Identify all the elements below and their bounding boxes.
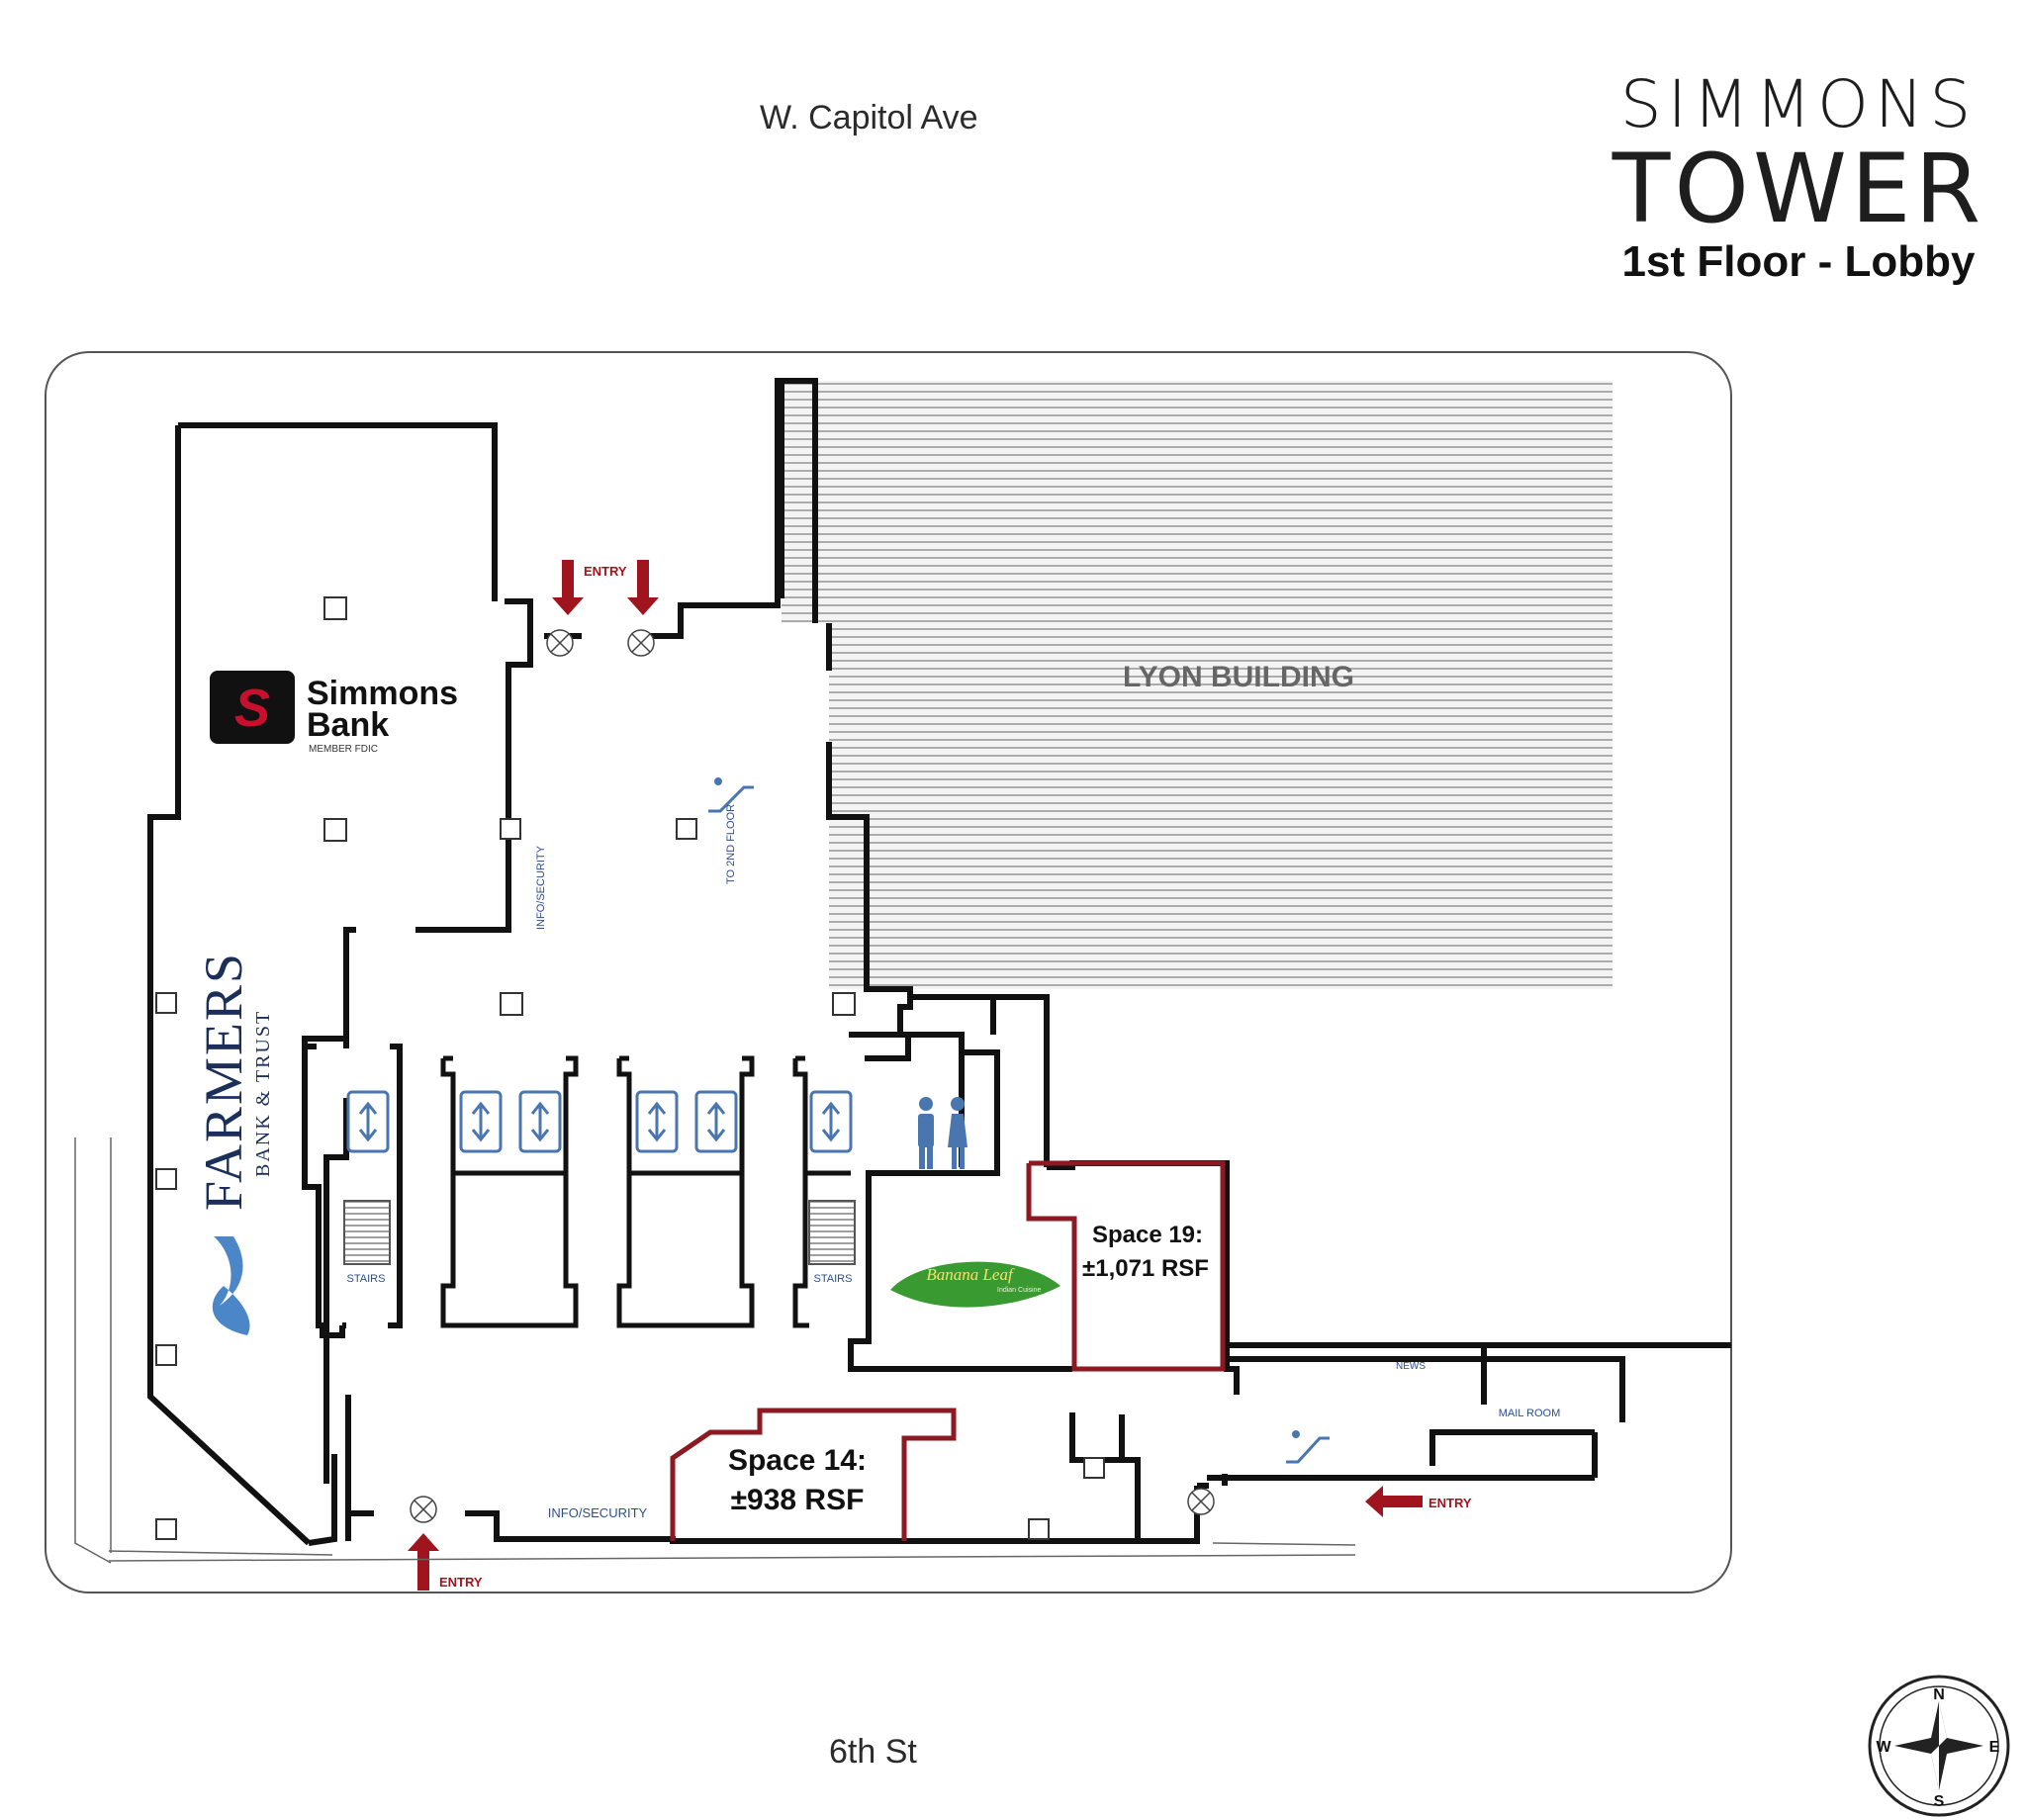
street-label-north: W. Capitol Ave <box>760 99 978 136</box>
restroom-icon <box>918 1097 967 1169</box>
banana-leaf-icon <box>890 1261 1060 1308</box>
lyon-strip <box>782 381 829 623</box>
space-19-name: Space 19: <box>1092 1222 1203 1248</box>
space-19-area: ±1,071 RSF <box>1082 1255 1209 1282</box>
space-14-name: Space 14: <box>728 1444 867 1477</box>
banana-leaf-logo: Banana Leaf Indian Cuisine <box>890 1261 1060 1308</box>
mail-room-label: MAIL ROOM <box>1499 1408 1561 1419</box>
simmons-mark-icon <box>210 671 295 744</box>
info-security-label-north: INFO/SECURITY <box>535 845 547 930</box>
compass-w: W <box>1876 1739 1891 1756</box>
elevator-arrows <box>358 1101 841 1142</box>
simmons-line-2: Bank <box>307 706 389 744</box>
escalator-icon <box>708 785 1330 1464</box>
brand-line-1: SIMMONS <box>1619 66 1978 142</box>
entry-label-south: ENTRY <box>439 1575 483 1590</box>
simmons-sub: MEMBER FDIC <box>309 744 378 755</box>
street-label-south: 6th St <box>829 1733 917 1771</box>
entry-arrows <box>408 560 1423 1591</box>
restaurant-walls <box>848 995 1072 1372</box>
info-security-label-south: INFO/SECURITY <box>548 1505 648 1520</box>
lyon-building-label: LYON BUILDING <box>1123 661 1354 693</box>
walls <box>147 378 1731 1546</box>
to-2nd-floor-label: TO 2ND FLOOR <box>725 804 737 884</box>
stairs-left-label: STAIRS <box>347 1273 386 1285</box>
columns <box>155 596 1105 1540</box>
simmons-tower-logo: SIMMONS TOWER 1st Floor - Lobby <box>1611 69 1986 287</box>
banana-line-2: Indian Cuisine <box>997 1287 1041 1294</box>
compass-e: E <box>1989 1739 2000 1756</box>
space-14-outline <box>670 1408 957 1541</box>
entry-label-east: ENTRY <box>1428 1496 1472 1510</box>
elevator-banks <box>440 1055 851 1328</box>
stairs-left <box>343 1200 391 1265</box>
revolving-doors <box>410 629 1215 1523</box>
banana-line-1: Banana Leaf <box>926 1265 1015 1284</box>
farmers-line-1: FARMERS <box>194 952 253 1211</box>
compass-rose <box>1868 1675 2010 1817</box>
entry-label-north: ENTRY <box>584 564 627 579</box>
escalator-person-icon <box>714 777 722 785</box>
compass-n: N <box>1933 1686 1945 1703</box>
simmons-line-1: Simmons <box>307 675 458 712</box>
elevator-icons <box>346 1090 853 1153</box>
sidewalk-lines <box>74 1138 1356 1564</box>
farmers-logo: FARMERS BANK & TRUST <box>194 952 274 1335</box>
space-14-area: ±938 RSF <box>731 1484 865 1516</box>
lyon-building <box>829 381 1612 989</box>
simmons-mark-letter: S <box>234 679 270 738</box>
escalator-person-icon-2 <box>1292 1430 1300 1438</box>
floor-title: 1st Floor - Lobby <box>1621 237 1976 286</box>
site-boundary <box>45 351 1732 1593</box>
stairs-right <box>808 1200 856 1265</box>
farmers-line-2: BANK & TRUST <box>252 1010 274 1177</box>
brand-line-2: TOWER <box>1612 134 1985 244</box>
lobby-core-walls <box>302 930 403 1338</box>
stairs-right-label: STAIRS <box>814 1273 853 1285</box>
simmons-bank-logo: S Simmons Bank MEMBER FDIC <box>210 671 458 755</box>
farmers-wave-icon <box>212 1236 250 1335</box>
news-label: NEWS <box>1396 1361 1426 1372</box>
compass-s: S <box>1934 1793 1945 1810</box>
space-19-outline <box>1026 1160 1226 1372</box>
